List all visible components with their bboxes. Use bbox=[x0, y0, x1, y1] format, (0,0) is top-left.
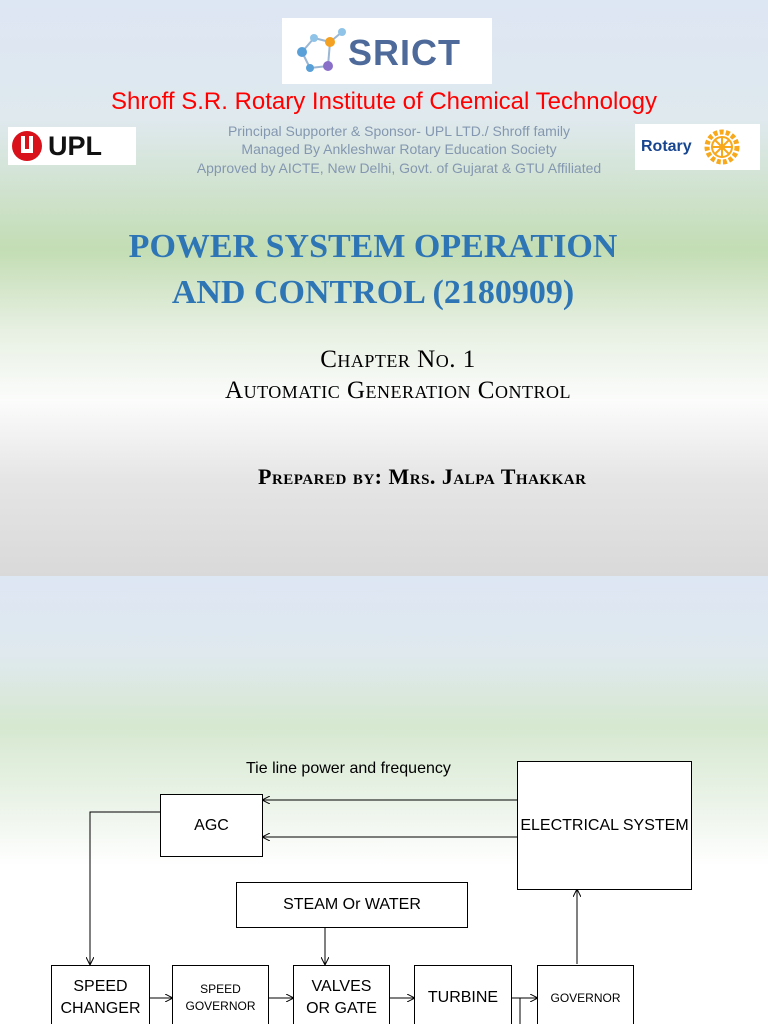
course-title-line2: AND CONTROL (2180909) bbox=[171, 274, 575, 311]
tie-line-label: Tie line power and frequency bbox=[246, 760, 451, 777]
turbine-label: TURBINE bbox=[427, 989, 499, 1006]
steam-or-water-label: STEAM Or WATER bbox=[283, 896, 421, 913]
steam-or-water-box: STEAM Or WATER bbox=[236, 882, 468, 928]
electrical-system-box: ELECTRICAL SYSTEM bbox=[517, 761, 692, 890]
speed-governor-box: SPEED GOVERNOR bbox=[172, 965, 269, 1024]
speed-changer-label-1: SPEED bbox=[73, 978, 128, 995]
governor-box: GOVERNOR bbox=[537, 965, 634, 1024]
agc-box-label: AGC bbox=[194, 816, 229, 834]
speed-governor-label-2: GOVERNOR bbox=[185, 999, 256, 1013]
approval-line: Approved by AICTE, New Delhi, Govt. of G… bbox=[196, 160, 602, 176]
chapter-number: Chapter No. 1 bbox=[320, 346, 476, 373]
speed-governor-label-1: SPEED bbox=[200, 982, 241, 996]
electrical-system-label: ELECTRICAL SYSTEM bbox=[520, 816, 689, 834]
molecule-icon bbox=[297, 28, 346, 72]
valves-label-1: VALVES bbox=[311, 978, 372, 995]
upl-logo: UPL bbox=[8, 127, 136, 165]
valves-or-gate-box: VALVES OR GATE bbox=[293, 965, 390, 1024]
speed-changer-label-2: CHANGER bbox=[60, 1000, 141, 1017]
title-slide: SRICT Shroff S.R. Rotary Institute of Ch… bbox=[0, 0, 768, 576]
course-title-line1: POWER SYSTEM OPERATION bbox=[128, 228, 618, 265]
speed-changer-box: SPEED CHANGER bbox=[51, 965, 150, 1024]
agc-diagram-slide: Tie line power and frequency AGC ELECTRI… bbox=[0, 576, 768, 1024]
rotary-logo-text: Rotary bbox=[641, 138, 692, 155]
diagram-connectors bbox=[0, 576, 768, 1024]
society-line: Managed By Ankleshwar Rotary Education S… bbox=[241, 141, 557, 157]
turbine-box: TURBINE bbox=[414, 965, 512, 1024]
agc-box: AGC bbox=[160, 794, 263, 857]
governor-label: GOVERNOR bbox=[550, 990, 621, 1005]
chapter-title: Automatic Generation Control bbox=[225, 377, 571, 404]
upl-emblem-icon bbox=[12, 131, 42, 161]
prepared-by: Prepared by: Mrs. Jalpa Thakkar bbox=[258, 464, 587, 489]
rotary-logo: Rotary bbox=[635, 124, 760, 170]
rotary-wheel-icon bbox=[704, 129, 740, 165]
upl-logo-text: UPL bbox=[48, 131, 102, 161]
institute-name: Shroff S.R. Rotary Institute of Chemical… bbox=[110, 88, 658, 115]
sponsor-line: Principal Supporter & Sponsor- UPL LTD./… bbox=[227, 123, 571, 139]
course-title: POWER SYSTEM OPERATION AND CONTROL (2180… bbox=[0, 224, 746, 316]
chapter-heading: Chapter No. 1 Automatic Generation Contr… bbox=[0, 344, 768, 406]
srict-logo: SRICT bbox=[282, 18, 492, 84]
valves-label-2: OR GATE bbox=[306, 1000, 377, 1017]
srict-logo-text: SRICT bbox=[348, 32, 461, 73]
